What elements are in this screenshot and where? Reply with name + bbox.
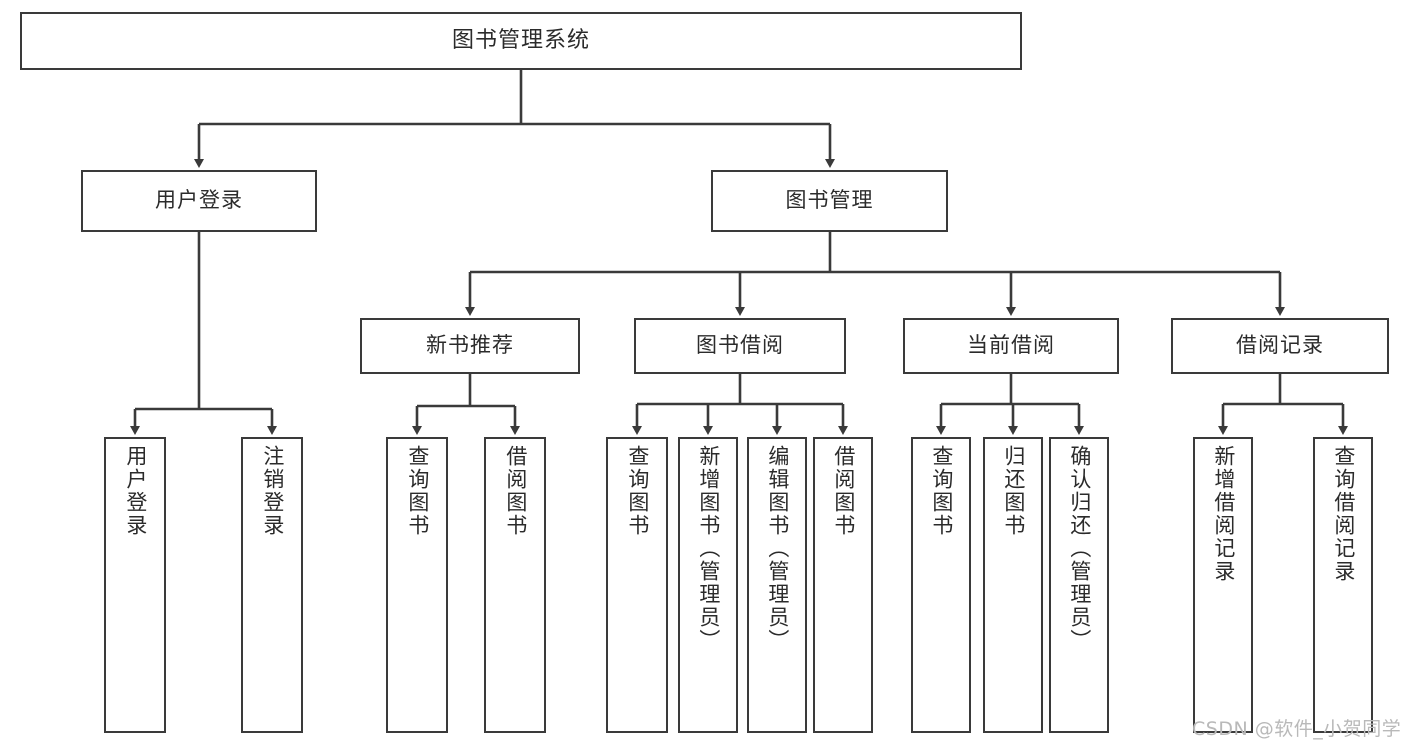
node-label: 新增借阅记录 bbox=[1211, 445, 1236, 583]
node-leaf-query-book-current[interactable]: 查询图书 bbox=[911, 437, 971, 733]
node-label: 归还图书 bbox=[1001, 445, 1026, 537]
node-label: 图书借阅 bbox=[696, 333, 784, 358]
node-label: 新增图书（管理员） bbox=[696, 445, 721, 652]
node-label: 借阅图书 bbox=[831, 445, 856, 537]
node-leaf-confirm-return-admin[interactable]: 确认归还（管理员） bbox=[1049, 437, 1109, 733]
node-label: 图书管理 bbox=[785, 188, 874, 213]
node-label: 查询图书 bbox=[929, 445, 954, 537]
node-label: 查询图书 bbox=[625, 445, 650, 537]
node-new-book-recommend[interactable]: 新书推荐 bbox=[360, 318, 580, 374]
node-current-borrow[interactable]: 当前借阅 bbox=[903, 318, 1119, 374]
node-label: 用户登录 bbox=[155, 188, 243, 213]
node-leaf-add-book-admin[interactable]: 新增图书（管理员） bbox=[678, 437, 738, 733]
node-book-management[interactable]: 图书管理 bbox=[711, 170, 948, 232]
node-label: 图书管理系统 bbox=[451, 27, 590, 53]
node-leaf-add-borrow-record[interactable]: 新增借阅记录 bbox=[1193, 437, 1253, 733]
node-label: 注销登录 bbox=[260, 445, 285, 537]
node-label: 编辑图书（管理员） bbox=[765, 445, 790, 652]
node-label: 当前借阅 bbox=[967, 333, 1055, 358]
node-leaf-query-book-recommend[interactable]: 查询图书 bbox=[386, 437, 448, 733]
node-label: 查询图书 bbox=[405, 445, 430, 537]
node-leaf-edit-book-admin[interactable]: 编辑图书（管理员） bbox=[747, 437, 807, 733]
node-leaf-user-login[interactable]: 用户登录 bbox=[104, 437, 166, 733]
node-label: 确认归还（管理员） bbox=[1067, 445, 1092, 652]
node-book-management-system[interactable]: 图书管理系统 bbox=[20, 12, 1022, 70]
node-borrow-records[interactable]: 借阅记录 bbox=[1171, 318, 1389, 374]
node-label: 借阅记录 bbox=[1236, 333, 1324, 358]
node-label: 查询借阅记录 bbox=[1331, 445, 1356, 583]
node-user-login[interactable]: 用户登录 bbox=[81, 170, 317, 232]
node-leaf-query-book[interactable]: 查询图书 bbox=[606, 437, 668, 733]
node-leaf-query-borrow-record[interactable]: 查询借阅记录 bbox=[1313, 437, 1373, 733]
node-book-borrow[interactable]: 图书借阅 bbox=[634, 318, 846, 374]
node-label: 借阅图书 bbox=[503, 445, 528, 537]
node-leaf-borrow-book[interactable]: 借阅图书 bbox=[813, 437, 873, 733]
node-label: 用户登录 bbox=[123, 445, 148, 537]
node-leaf-borrow-book-recommend[interactable]: 借阅图书 bbox=[484, 437, 546, 733]
node-leaf-logout[interactable]: 注销登录 bbox=[241, 437, 303, 733]
connectors bbox=[130, 70, 1348, 435]
node-label: 新书推荐 bbox=[426, 333, 514, 358]
node-leaf-return-book[interactable]: 归还图书 bbox=[983, 437, 1043, 733]
